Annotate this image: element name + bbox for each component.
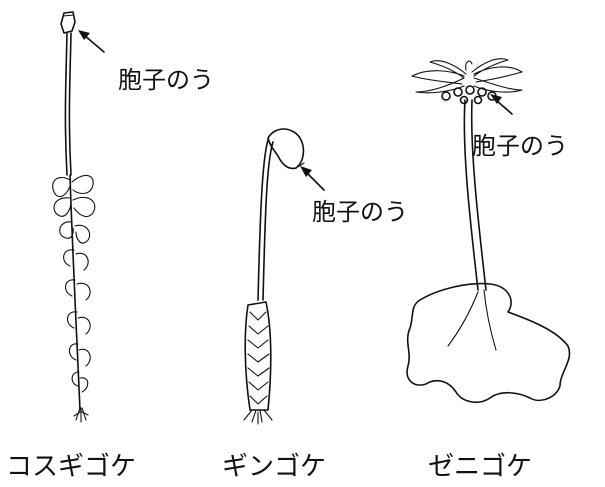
kosugigoke-capsule [60,11,76,34]
kosugigoke-sporangium-label: 胞子のう [118,66,214,94]
gingoke-plant [243,128,325,425]
kosugigoke-arrow [78,30,105,53]
zenigoke-sporangium-label: 胞子のう [472,132,568,160]
zenigoke-arrow [490,94,513,115]
gingoke-leaves [247,311,270,405]
gingoke-sporangium-label: 胞子のう [312,198,408,226]
zenigoke-thallus [406,282,571,404]
zenigoke-caption: ゼニゴケ [428,452,533,482]
gingoke-seta [257,139,274,301]
zenigoke-plant [406,58,571,404]
gingoke-capsule [267,128,305,170]
kosugigoke-seta [64,32,72,176]
zenigoke-stalk [463,99,487,291]
gingoke-arrow [300,166,325,191]
gingoke-rhizoids [243,409,273,425]
kosugigoke-rhizoids [73,407,89,423]
kosugigoke-plant [52,11,105,423]
gingoke-caption: ギンゴケ [222,452,327,482]
kosugigoke-caption: コスギゴケ [6,452,137,482]
kosugigoke-leaves [52,174,96,393]
zenigoke-sporangia [441,85,497,105]
zenigoke-receptacle [411,58,523,94]
gingoke-tuft [244,301,272,411]
kosugigoke-stem [69,174,81,411]
